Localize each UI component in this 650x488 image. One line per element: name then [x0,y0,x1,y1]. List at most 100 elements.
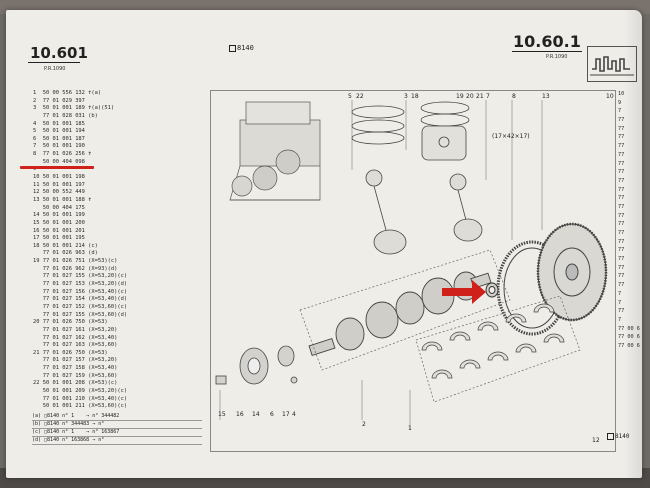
diagram-label-16: 16 [236,411,244,418]
parts-list-row: 77 01 027 157 (X=53,20) [33,357,118,364]
diagram-label-22: 22 [356,93,364,100]
title-rule-right [512,51,582,52]
parts-list-row: 50 00 404 175 [33,204,85,211]
parts-list-row: 7 50 01 001 190 [33,143,85,150]
parts-list-row: 1 50 00 556 132 ✝(a) [33,90,102,96]
parts-list-row: 12 50 00 552 449 [33,189,85,196]
diagram-label-1: 1 [408,425,412,432]
right-column-row: 77 00 6 [618,325,640,332]
flywheel [496,222,608,336]
parts-list-row: 3 50 01 001 189 ✝(a)(51) [33,105,115,112]
exploded-diagram: 5 22 3 18 19 20 21 7 8 13 10 (17×42×17) … [215,93,614,444]
parts-list-row: 6 50 01 001 187 [33,135,85,142]
diagram-label-20: 20 [466,93,474,100]
right-column-row: 77 [618,212,625,219]
right-column-row: 77 [618,273,625,280]
parts-list-row: 17 50 01 001 195 [33,235,85,242]
diagram-label-2: 2 [362,421,366,428]
diagram-label-4: 4 [292,411,296,418]
diagram-label-21: 21 [476,93,484,100]
parts-list-row: 77 01 027 159 (X=53,60) [33,372,118,379]
right-column-row: 77 [618,160,625,167]
parts-list-row: 19 77 01 026 751 (X=53)(c) [33,258,118,265]
diagram-label-18: 18 [411,93,419,100]
parts-list-row: 20 77 01 026 750 (X=53) [33,319,108,326]
variant-row: (b) □8140 n° 344483 → n° [32,421,202,429]
leader-lines [219,100,543,430]
diagram-label-14: 14 [252,411,260,418]
diagram-label-3: 3 [404,93,408,100]
manual-page: 10.601 P.R.1090 8140 10.60.1 P.R.1090 1 … [6,10,642,478]
parts-list-row: 4 50 01 001 185 [33,120,85,127]
right-column-row: 77 [618,186,625,193]
header-code-value: 8140 [237,44,254,52]
pulley-assembly [215,345,298,385]
parts-list-row: 77 01 027 161 (X=53,20) [33,326,118,333]
parts-list-row: 77 01 027 163 (X=53,60) [33,342,118,349]
right-column-row: 77 [618,238,625,245]
parts-list-row: 10 50 01 001 198 [33,174,85,181]
parts-list-row: 77 01 027 152 (X=53,60)(c) [33,303,128,310]
diagram-label-5: 5 [348,93,352,100]
engine-logo [587,46,637,82]
page-curl-shadow [624,10,642,478]
page-pr-right: P.R.1090 [546,54,568,60]
right-column-row: 77 [618,264,625,271]
parts-list-row: 8 77 01 026 256 ✝ [33,151,92,158]
right-column-row: 77 [618,125,625,132]
right-column-row: 77 00 6 [618,334,640,341]
page-number-right: 10.60.1 [513,32,581,51]
parts-list-row: 50 00 404 098 [33,158,85,165]
right-column-row: 77 [618,230,625,236]
parts-list-row: 77 01 027 162 (X=53,40) [33,334,118,341]
parts-list-row: 77 01 027 153 (X=53,20)(d) [33,281,128,288]
bushing-highlighted [485,282,499,298]
diagram-label-12: 12 [592,437,600,444]
parts-list-row: 77 01 028 031 (b) [33,112,98,119]
parts-list-row: 50 01 001 211 (X=53,60)(c) [33,403,128,410]
diagram-label-6: 6 [270,411,274,418]
page-number-left: 10.601 [30,44,88,62]
header-code: 8140 [228,44,254,52]
bearing-dashed-outline [415,295,581,403]
red-arrow-annotation [442,280,486,304]
crankshaft [308,271,492,357]
diagram-label-13: 13 [542,93,550,100]
right-column-row: 7 [618,299,622,306]
parts-list-row: 2 77 01 029 397 [33,97,85,104]
parts-list-row: 21 77 01 026 750 (X=53) [33,349,108,356]
right-column-row: 77 [618,256,625,263]
engine-logo-icon [590,56,634,76]
right-column-row: 77 [618,282,625,289]
right-column-row: 77 [618,117,625,124]
right-column-row: 77 [618,151,625,158]
title-rule-left [28,62,80,63]
piston-rings [351,101,470,161]
variant-legend: (a) □8140 n° 1 → n° 344482(b) □8140 n° 3… [32,413,202,445]
right-column-row: 77 00 6 [618,342,640,349]
crank-dashed-outline [299,249,511,371]
diagram-label-10: 10 [606,93,614,100]
parts-list-row: 77 01 027 156 (X=53,40)(c) [33,288,128,295]
parts-list-row: 18 50 01 001 214 (c) [33,242,98,249]
parts-list-row: 22 50 01 001 208 (X=53)(c) [33,380,118,387]
right-column-row: 77 [618,308,625,315]
right-column-row: 77 [618,177,625,184]
page-pr-left: P.R.1090 [44,66,66,72]
parts-list-row: 50 01 001 209 (X=53,20)(c) [33,387,128,394]
parts-list-row: 77 01 027 155 (X=53,60)(d) [33,311,128,318]
right-column-row: 77 [618,247,625,254]
right-column-row: 9 [618,99,622,106]
parts-list-row: 77 01 027 158 (X=53,40) [33,365,118,372]
diagram-label-7: 7 [486,93,490,100]
right-column-row: 77 [618,195,625,202]
box-icon [229,44,236,52]
parts-list-row: 9 [33,166,37,173]
variant-row: (a) □8140 n° 1 → n° 344482 [32,413,202,421]
right-column-row: 7 [618,108,622,115]
diagram-label-17: 17 [282,411,290,418]
parts-list-row: 5 50 01 001 194 [33,128,85,135]
engine-thumbnail [229,101,321,201]
